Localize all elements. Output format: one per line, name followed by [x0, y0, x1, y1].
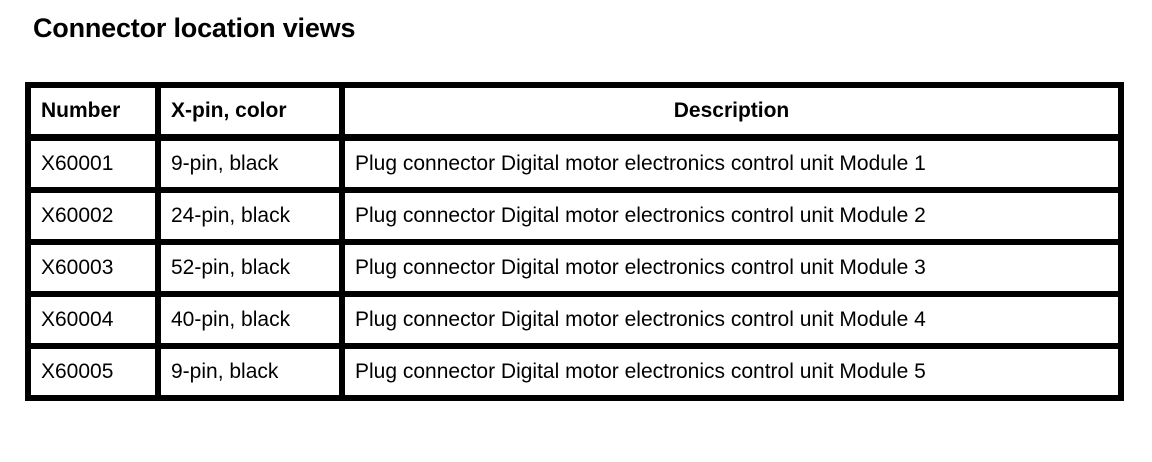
cell-xpin-color: 9-pin, black	[155, 134, 345, 193]
cell-number: X60004	[25, 291, 161, 349]
connector-location-table: Number X-pin, color Description X60001 9…	[25, 82, 1124, 401]
cell-description: Plug connector Digital motor electronics…	[339, 343, 1124, 401]
cell-description: Plug connector Digital motor electronics…	[339, 134, 1124, 193]
table-row: X60001 9-pin, black Plug connector Digit…	[25, 134, 1124, 193]
cell-xpin-color: 24-pin, black	[155, 187, 345, 245]
table-header-row: Number X-pin, color Description	[25, 82, 1124, 141]
table-row: X60002 24-pin, black Plug connector Digi…	[25, 187, 1124, 245]
cell-xpin-color: 52-pin, black	[155, 239, 345, 297]
column-header-description: Description	[339, 82, 1124, 141]
table-row: X60004 40-pin, black Plug connector Digi…	[25, 291, 1124, 349]
cell-number: X60005	[25, 343, 161, 401]
column-header-number: Number	[25, 82, 161, 141]
cell-number: X60003	[25, 239, 161, 297]
cell-xpin-color: 40-pin, black	[155, 291, 345, 349]
cell-xpin-color: 9-pin, black	[155, 343, 345, 401]
table-header: Number X-pin, color Description	[25, 82, 1124, 141]
cell-number: X60001	[25, 134, 161, 193]
connector-table-container: Number X-pin, color Description X60001 9…	[25, 82, 1124, 401]
cell-description: Plug connector Digital motor electronics…	[339, 239, 1124, 297]
cell-number: X60002	[25, 187, 161, 245]
table-body: X60001 9-pin, black Plug connector Digit…	[25, 134, 1124, 401]
table-row: X60003 52-pin, black Plug connector Digi…	[25, 239, 1124, 297]
cell-description: Plug connector Digital motor electronics…	[339, 187, 1124, 245]
column-header-xpin-color: X-pin, color	[155, 82, 345, 141]
page-title: Connector location views	[33, 13, 356, 43]
table-row: X60005 9-pin, black Plug connector Digit…	[25, 343, 1124, 401]
cell-description: Plug connector Digital motor electronics…	[339, 291, 1124, 349]
